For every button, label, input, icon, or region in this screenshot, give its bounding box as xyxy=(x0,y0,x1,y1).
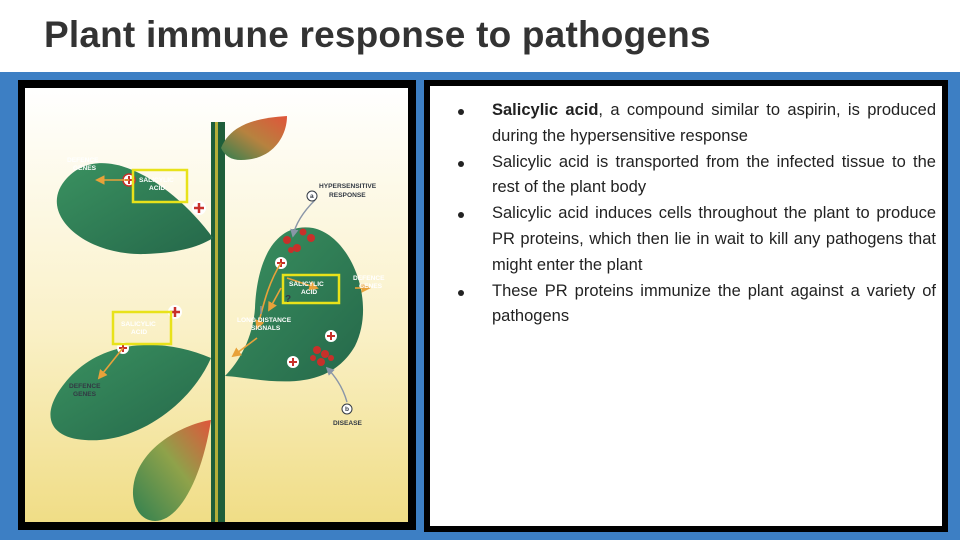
label-defence-genes-bottom-1: DEFENCE xyxy=(69,383,101,390)
bullet-text: Salicylic acid is transported from the i… xyxy=(492,152,936,197)
diagram-labels: DEFENCE GENES SALICYLIC ACID HYPERSENSIT… xyxy=(67,157,385,427)
label-hypersensitive-1: HYPERSENSITIVE xyxy=(319,183,377,190)
infection-spots-top xyxy=(283,228,315,253)
label-defence-genes-top-1: DEFENCE xyxy=(67,157,99,164)
label-salicylic-acid-top-2: ACID xyxy=(149,185,165,192)
highlight-box-right xyxy=(281,273,341,305)
pointer-lines xyxy=(260,199,348,403)
highlight-box-left xyxy=(111,310,173,346)
label-defence-genes-top-2: GENES xyxy=(73,165,97,172)
bullet-item: Salicylic acid is transported from the i… xyxy=(458,150,936,202)
bullet-dot-icon xyxy=(458,109,464,115)
bullet-dot-icon xyxy=(458,212,464,219)
bullet-item: Salicylic acid induces cells throughout … xyxy=(458,201,936,278)
marker-a-circle xyxy=(306,190,318,202)
label-salicylic-acid-right-2: ACID xyxy=(301,289,317,296)
label-long-distance-2: SIGNALS xyxy=(251,325,281,332)
bullet-text: Salicylic acid induces cells throughout … xyxy=(492,204,936,274)
label-salicylic-acid-top-1: SALICYLIC xyxy=(139,177,174,184)
plant-immune-diagram: DEFENCE GENES SALICYLIC ACID HYPERSENSIT… xyxy=(25,88,408,522)
marker-b-circle xyxy=(341,403,353,415)
label-salicylic-acid-left-1: SALICYLIC xyxy=(121,321,156,328)
label-defence-genes-right-1: DEFENCE xyxy=(353,275,385,282)
bullet-panel: Salicylic acid, a compound similar to as… xyxy=(424,80,948,532)
plant-illustration: DEFENCE GENES SALICYLIC ACID HYPERSENSIT… xyxy=(25,88,408,522)
label-hypersensitive-2: RESPONSE xyxy=(329,192,366,199)
slide-title: Plant immune response to pathogens xyxy=(44,14,711,55)
label-defence-genes-bottom-2: GENES xyxy=(73,391,97,398)
bullet-panel-inner: Salicylic acid, a compound similar to as… xyxy=(430,86,942,526)
label-disease: DISEASE xyxy=(333,420,363,427)
label-salicylic-acid-left-2: ACID xyxy=(131,329,147,336)
bullet-list: Salicylic acid, a compound similar to as… xyxy=(458,98,936,330)
bullet-dot-icon xyxy=(458,160,464,167)
infected-leaf-bottom xyxy=(132,420,211,521)
bullet-item: Salicylic acid, a compound similar to as… xyxy=(458,98,936,150)
label-long-distance-1: LONG DISTANCE xyxy=(237,317,292,324)
infected-leaf-top xyxy=(221,116,287,160)
bullet-lead: Salicylic acid xyxy=(492,101,599,119)
leaf-right xyxy=(225,227,364,382)
diagram-frame: DEFENCE GENES SALICYLIC ACID HYPERSENSIT… xyxy=(18,80,416,530)
bullet-text: , a compound similar to aspirin, is prod… xyxy=(492,101,936,145)
label-marker-a: a xyxy=(310,193,314,200)
leaf-bottom-left xyxy=(50,344,211,441)
signal-arrows xyxy=(95,175,371,380)
label-marker-b: b xyxy=(345,406,349,413)
bullet-dot-icon xyxy=(458,289,464,296)
label-defence-genes-right-2: GENES xyxy=(359,283,383,290)
label-salicylic-acid-right-1: SALICYLIC xyxy=(289,281,324,288)
title-bar: Plant immune response to pathogens xyxy=(0,0,960,72)
bullet-item: These PR proteins immunize the plant aga… xyxy=(458,279,936,331)
leaf-top-left xyxy=(56,163,214,255)
label-unknown-signal: ? xyxy=(285,294,291,305)
infection-spots-lower xyxy=(310,346,334,366)
bullet-text: These PR proteins immunize the plant aga… xyxy=(492,281,936,326)
highlight-box-top xyxy=(131,168,189,204)
